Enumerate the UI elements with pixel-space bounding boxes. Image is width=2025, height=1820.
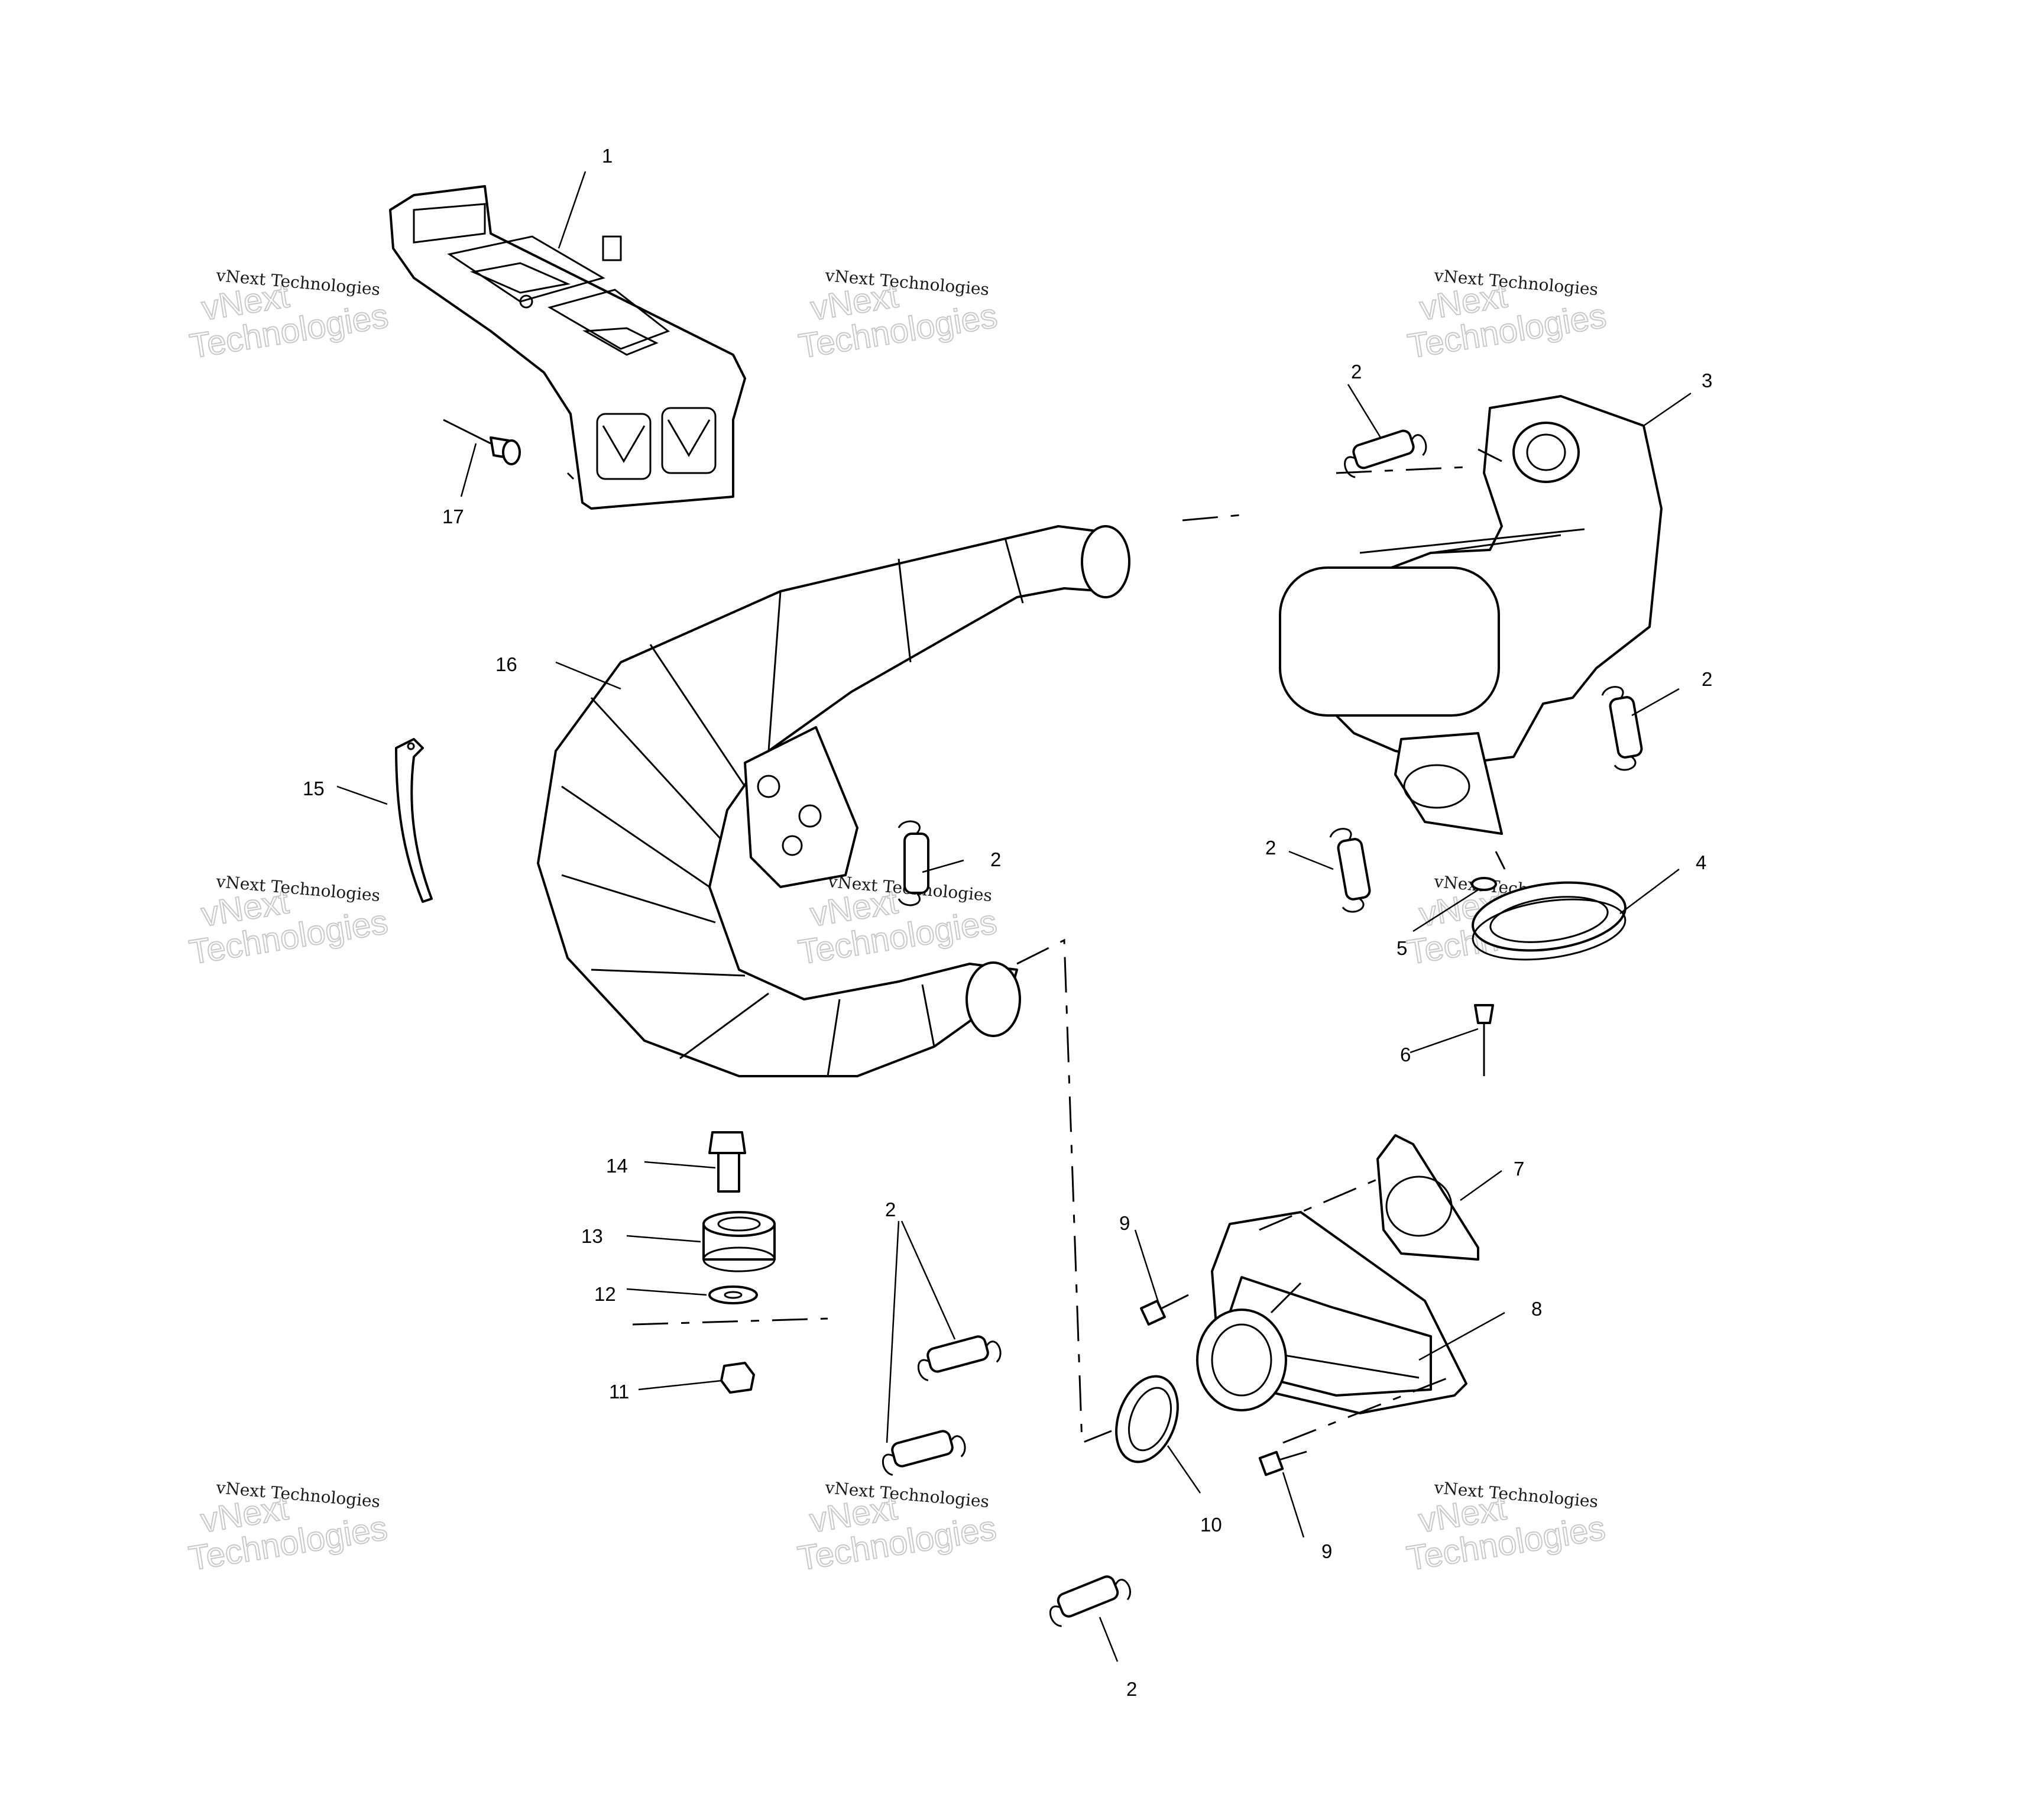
part-2-spring-right (1601, 686, 1643, 771)
callout-9: 9 (1321, 1540, 1332, 1562)
callout-7: 7 (1514, 1158, 1524, 1180)
part-10-seal-ring (1115, 1375, 1179, 1463)
part-2-spring-mid-right (1329, 828, 1371, 913)
assembly-lines (566, 466, 1467, 1445)
callout-2: 2 (1351, 361, 1362, 383)
callout-14: 14 (606, 1155, 628, 1177)
part-15-strap (395, 738, 433, 903)
part-16-expansion-chamber (537, 525, 1130, 1077)
callout-2: 2 (885, 1199, 896, 1220)
callout-1: 1 (602, 145, 613, 167)
callout-17: 17 (442, 506, 464, 527)
part-5-washer (1471, 851, 1506, 891)
callout-6: 6 (1400, 1044, 1411, 1066)
leader-lines (336, 171, 1692, 1662)
part-12-washer (708, 1285, 758, 1304)
part-9-bolt-upper (1140, 1294, 1189, 1326)
callout-5: 5 (1397, 937, 1407, 959)
part-2-spring-top (1344, 429, 1427, 478)
part-3-silencer (1279, 395, 1663, 835)
callout-numbers: 1 2 3 16 2 2 2 15 4 5 6 7 8 9 9 10 11 12… (303, 145, 1712, 1700)
part-4-gasket (1472, 881, 1627, 961)
callout-2: 2 (990, 849, 1001, 870)
callout-9: 9 (1119, 1212, 1130, 1234)
part-2-spring-lower-b (882, 1430, 966, 1476)
part-2-spring-bottom (1049, 1575, 1131, 1627)
callout-2: 2 (1702, 668, 1712, 690)
part-6-rivet (1474, 1004, 1494, 1076)
callout-10: 10 (1200, 1514, 1222, 1536)
part-2-spring-lower-a (917, 1335, 1002, 1381)
callout-8: 8 (1531, 1298, 1542, 1320)
callout-2: 2 (1126, 1678, 1137, 1700)
part-13-bushing (702, 1211, 776, 1272)
callout-4: 4 (1696, 851, 1706, 873)
callout-3: 3 (1702, 370, 1712, 391)
part-1-mounting-bracket (389, 185, 746, 510)
callout-15: 15 (303, 778, 325, 799)
part-14-bolt (708, 1131, 746, 1193)
part-9-bolt-lower (1258, 1450, 1307, 1476)
part-8-exhaust-manifold (1196, 1211, 1467, 1414)
callout-12: 12 (594, 1283, 616, 1305)
callout-2: 2 (1265, 837, 1276, 859)
callout-13: 13 (581, 1225, 603, 1247)
callout-11: 11 (609, 1381, 629, 1403)
part-7-flange-gasket (1376, 1134, 1479, 1261)
part-17-rivet (443, 419, 521, 465)
callout-16: 16 (495, 653, 517, 675)
part-2-spring-center (898, 820, 929, 906)
part-11-nut (720, 1362, 755, 1394)
